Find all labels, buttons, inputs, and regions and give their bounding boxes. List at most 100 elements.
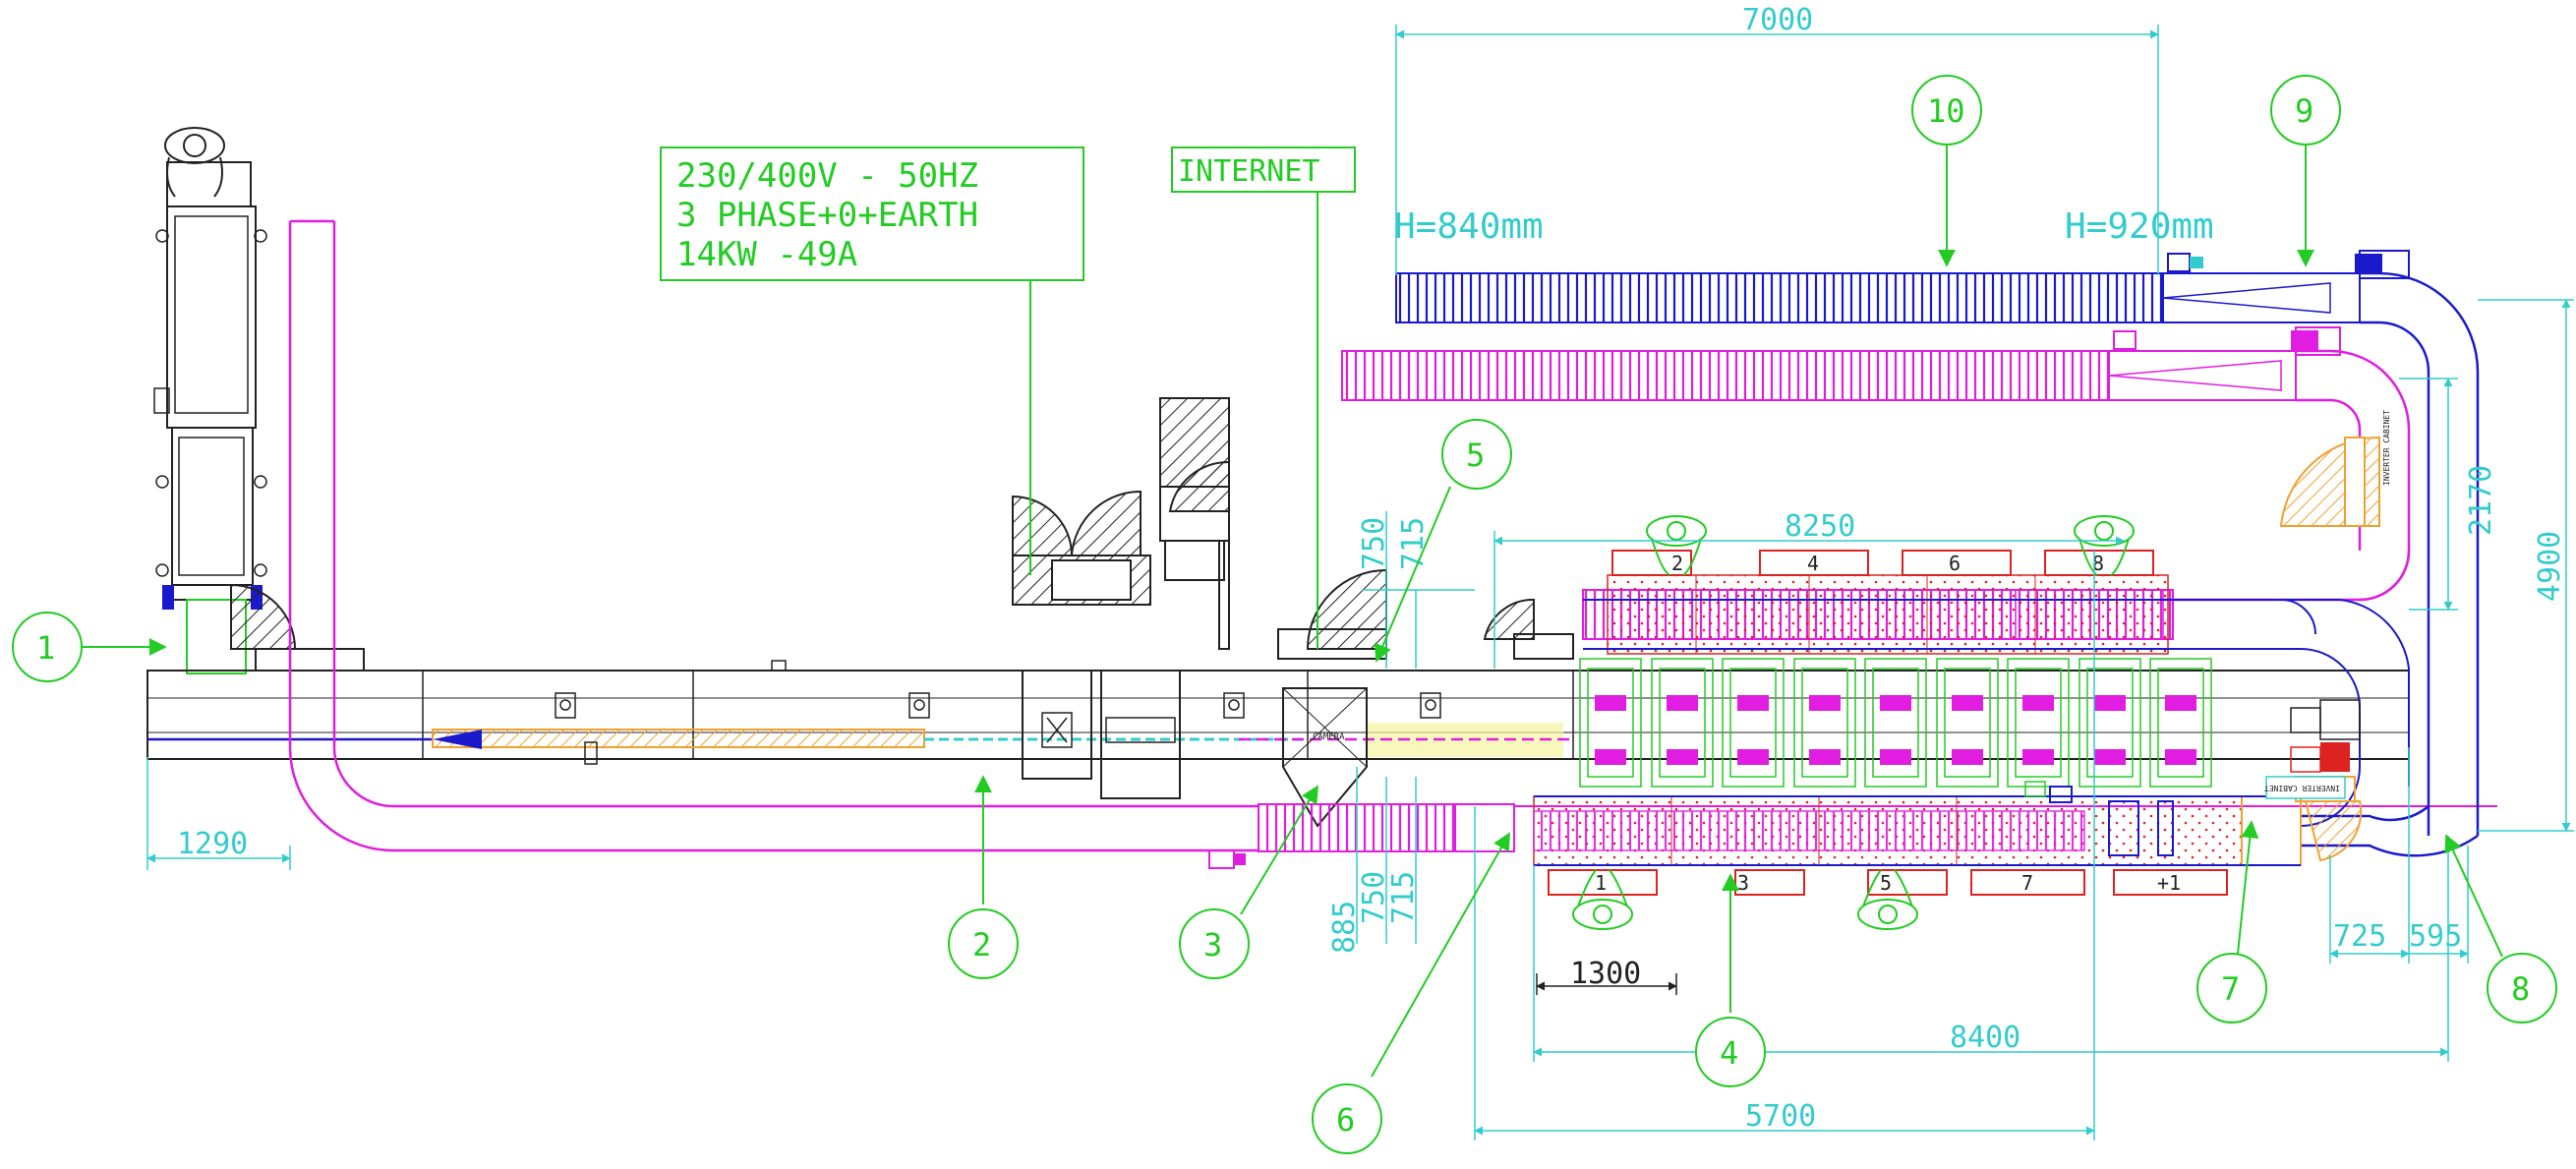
- station-label: 7: [2021, 871, 2033, 895]
- station-frame: [2007, 658, 2070, 788]
- station-frame-inner: [2015, 668, 2062, 778]
- dim-5700: 5700: [1745, 1099, 1816, 1134]
- svg-text:5: 5: [1466, 437, 1485, 474]
- station-frame: [1651, 658, 1714, 788]
- gripper-tool: [2094, 695, 2126, 711]
- dim-1300: 1300: [1570, 957, 1641, 991]
- callout-7: 7: [2196, 953, 2267, 1023]
- power-line-3: 14KW -49A: [676, 235, 857, 274]
- dimension-labels: 7000 8250 8400 5700 1290 725 595 2170 49…: [177, 3, 2567, 1134]
- callout-4: 4: [1695, 1017, 1766, 1087]
- svg-text:9: 9: [2295, 92, 2313, 130]
- callout-5: 5: [1441, 419, 1512, 490]
- gripper-tool: [1595, 695, 1626, 711]
- top-conveyor-10: [1395, 250, 2480, 857]
- callout-bubbles: 1 2 3 4 5 6 7 8 9 10: [12, 75, 2557, 1154]
- station-frame: [1579, 658, 1642, 788]
- station-label: 6: [1949, 552, 1961, 575]
- callout-6: 6: [1312, 1083, 1382, 1154]
- cabinet-bottom-label: INVERTER CABINET: [2264, 784, 2340, 792]
- internet-label: INTERNET: [1178, 154, 1320, 189]
- svg-text:6: 6: [1336, 1101, 1355, 1139]
- callout-2: 2: [948, 908, 1019, 979]
- gripper-tool: [2094, 749, 2126, 765]
- dim-7000: 7000: [1742, 3, 1813, 37]
- cabinet-top-label: INVERTER CABINET: [2382, 410, 2391, 486]
- svg-text:4: 4: [1720, 1034, 1738, 1072]
- station-frame: [1722, 658, 1785, 788]
- callout-8: 8: [2487, 953, 2557, 1023]
- camera-label: CAMERA: [1313, 732, 1345, 742]
- dim-2170: 2170: [2464, 465, 2498, 536]
- gripper-tool: [1667, 695, 1698, 711]
- hatched-guards: [230, 397, 1574, 672]
- gripper-tool: [1952, 695, 1983, 711]
- stations-bottom: 1 3 5 7 +1: [1548, 869, 2228, 930]
- dim-1290: 1290: [177, 827, 248, 861]
- gripper-tool: [1880, 749, 1911, 765]
- station-frame-inner: [2157, 668, 2204, 778]
- gripper-tool: [2022, 749, 2054, 765]
- dim-595: 595: [2409, 919, 2462, 954]
- station-frame-inner: [1729, 668, 1777, 778]
- station-frame-inner: [1944, 668, 1991, 778]
- gripper-tool: [2022, 695, 2054, 711]
- station-frame: [1793, 658, 1856, 788]
- station-label: 1: [1595, 871, 1607, 895]
- gripper-tool: [1809, 695, 1841, 711]
- station-frame-inner: [1587, 668, 1634, 778]
- operator-figure-bottom: [1572, 869, 1918, 930]
- power-box: 230/400V - 50HZ 3 PHASE+0+EARTH 14KW -49…: [660, 146, 1084, 575]
- dimension-lines: [146, 25, 2574, 1140]
- dim-725: 725: [2333, 919, 2386, 954]
- svg-text:1: 1: [36, 629, 55, 667]
- station-label: 5: [1880, 871, 1892, 895]
- callout-10: 10: [1911, 75, 1982, 146]
- callout-leaders: [82, 143, 2503, 1078]
- svg-text:2: 2: [972, 926, 991, 964]
- top-conveyor-magenta: [1341, 326, 2411, 602]
- svg-text:7: 7: [2221, 970, 2240, 1008]
- gripper-tool: [1737, 695, 1769, 711]
- dim-885: 885: [1327, 901, 1362, 954]
- dim-4900: 4900: [2533, 531, 2567, 602]
- station-frame: [2149, 658, 2212, 788]
- station-frame-inner: [1872, 668, 1919, 778]
- sensors: [555, 660, 1441, 765]
- cabinets: INVERTER CABINET INVERTER CABINET: [2024, 410, 2391, 862]
- station-label: 3: [1737, 871, 1749, 895]
- station-frames: [1579, 658, 2212, 788]
- svg-text:10: 10: [1927, 92, 1965, 130]
- height-left: H=840mm: [1394, 206, 1544, 247]
- magenta-return-conveyor: [288, 219, 2497, 869]
- height-right: H=920mm: [2065, 206, 2214, 247]
- callout-3: 3: [1179, 908, 1250, 979]
- station-label: +1: [2157, 871, 2181, 895]
- gripper-tool: [1880, 695, 1911, 711]
- station-frame-inner: [2086, 668, 2134, 778]
- station-frame: [1864, 658, 1927, 788]
- svg-text:3: 3: [1203, 926, 1222, 964]
- gripper-tool: [1809, 749, 1841, 765]
- internet-box: INTERNET: [1171, 146, 1356, 649]
- stations-top: 2 4 6 8: [1611, 515, 2154, 576]
- power-line-2: 3 PHASE+0+EARTH: [676, 196, 978, 235]
- dim-750-top: 750: [1357, 517, 1391, 570]
- station-label: 8: [2092, 552, 2104, 575]
- inspection-conveyor-bottom: [1533, 786, 2302, 866]
- operator-figure-left: [164, 127, 225, 198]
- dim-8250: 8250: [1785, 509, 1855, 544]
- callout-1: 1: [12, 612, 83, 682]
- dim-750-bottom: 750: [1357, 871, 1391, 924]
- station-frame-inner: [1801, 668, 1848, 778]
- station-label: 2: [1671, 552, 1683, 575]
- svg-text:8: 8: [2511, 970, 2530, 1008]
- gripper-tool: [1595, 749, 1626, 765]
- station-frame: [2078, 658, 2141, 788]
- station-frame-inner: [1659, 668, 1706, 778]
- dim-715-top: 715: [1396, 517, 1431, 570]
- callout-9: 9: [2270, 75, 2341, 146]
- main-conveyor: CAMERA: [146, 660, 2410, 828]
